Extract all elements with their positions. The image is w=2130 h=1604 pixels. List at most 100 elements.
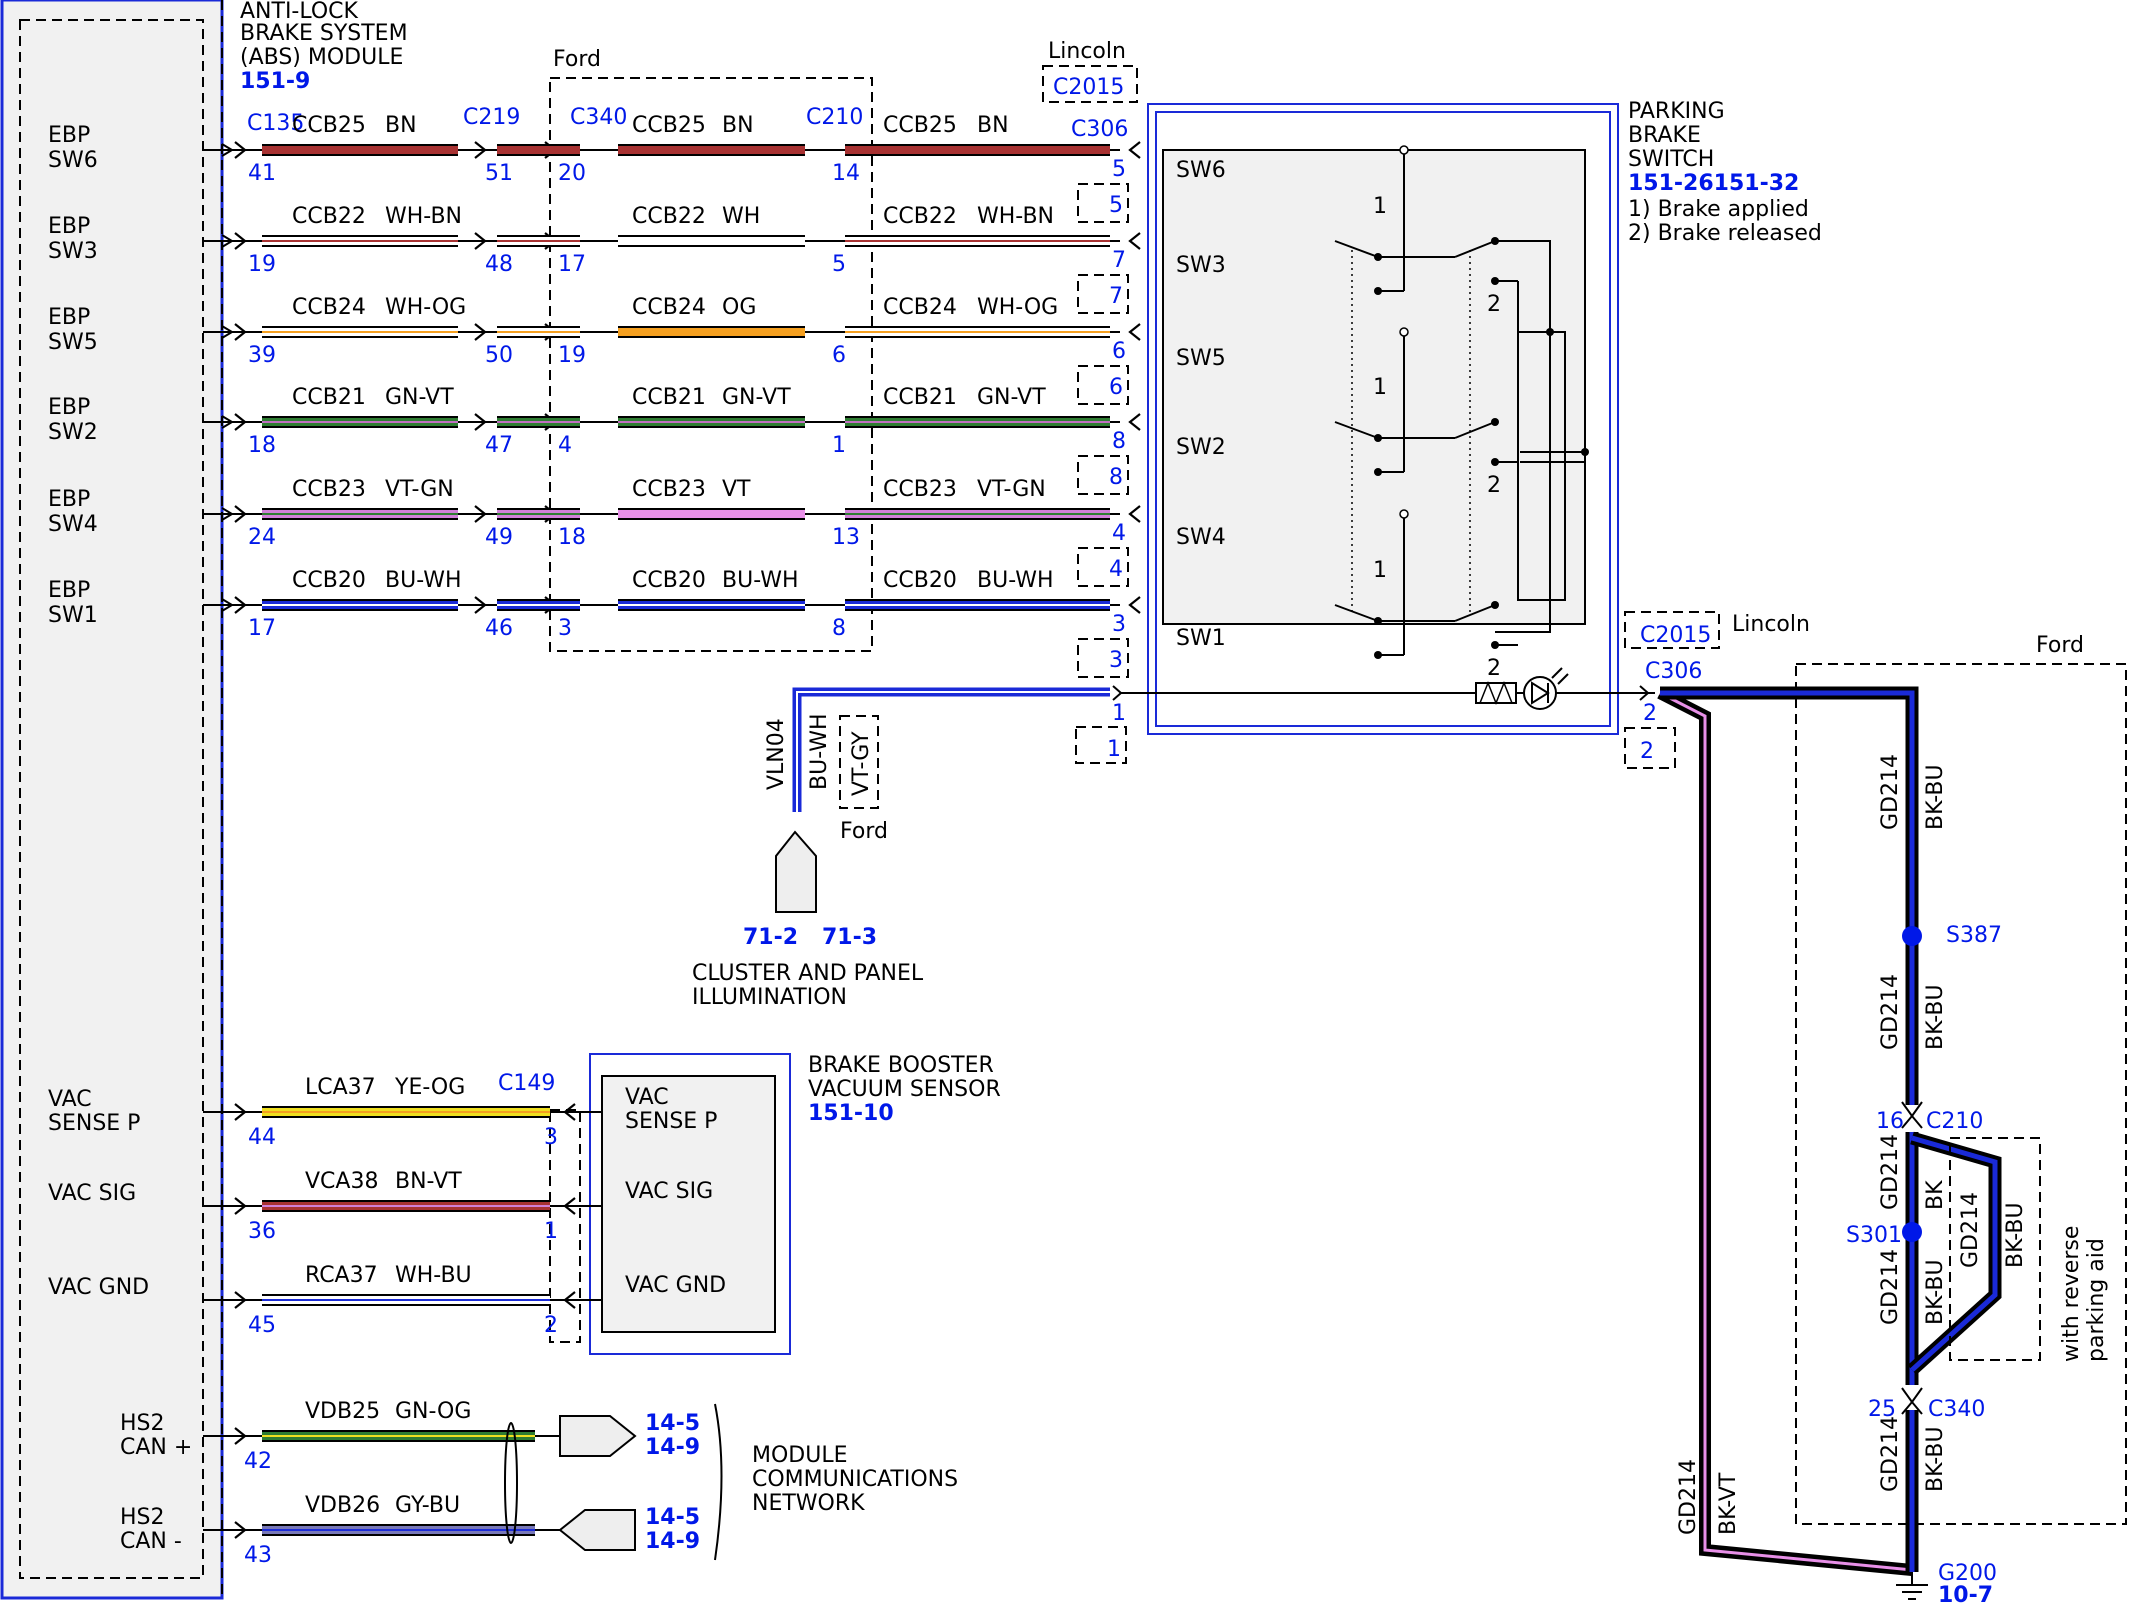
wire-color: BN	[385, 113, 417, 138]
pin-number: 39	[248, 343, 276, 368]
abs-pin-label: EBP	[48, 123, 90, 148]
svg-text:Lincoln: Lincoln	[1732, 612, 1810, 637]
svg-text:BRAKE SYSTEM: BRAKE SYSTEM	[240, 21, 408, 46]
abs-pin-label: EBP	[48, 487, 90, 512]
connector-arrow-icon	[221, 415, 234, 429]
connector-arrow-icon	[221, 234, 234, 248]
connector-arrow-icon	[234, 1427, 247, 1445]
svg-text:C149: C149	[498, 1071, 555, 1096]
connector-arrow-icon	[1128, 323, 1141, 341]
connector-arrow-icon	[234, 141, 247, 159]
wire-segment-stripe	[618, 240, 805, 242]
c2015-pin-box	[1077, 455, 1129, 495]
wire-color: VT-GN	[977, 477, 1046, 502]
connector-arrow-icon	[234, 1521, 247, 1539]
abs-pin-label: SENSE P	[48, 1111, 140, 1136]
ford-ground-box	[1795, 663, 2127, 1525]
svg-text:VT-GY: VT-GY	[849, 731, 874, 796]
connector-icon	[558, 1509, 636, 1551]
pin-number: 51	[485, 161, 513, 186]
svg-text:151-10: 151-10	[808, 1101, 894, 1126]
pin-number: 19	[248, 252, 276, 277]
wire-color: VT-GN	[385, 477, 454, 502]
svg-text:VLN04: VLN04	[764, 718, 789, 790]
svg-text:2: 2	[1487, 292, 1501, 317]
svg-text:CLUSTER AND PANEL: CLUSTER AND PANEL	[692, 961, 924, 986]
pin-number: 8	[832, 616, 846, 641]
abs-pin-label: EBP	[48, 214, 90, 239]
connector-arrow-icon	[234, 323, 247, 341]
svg-text:BK-BU: BK-BU	[2003, 1202, 2028, 1268]
pin-number: 6	[1109, 375, 1123, 400]
svg-text:ANTI-LOCK: ANTI-LOCK	[240, 0, 359, 24]
svg-text:GD214: GD214	[1958, 1192, 1983, 1268]
connector-labels: C135 C219 C340 C210 C306	[247, 105, 1128, 142]
wire-segment-stripe	[262, 1299, 550, 1301]
circuit-id: CCB25	[292, 113, 366, 138]
c2015-pin-box	[1077, 365, 1129, 405]
wire-segment-stripe	[262, 513, 458, 515]
splice-s387-icon	[1902, 926, 1922, 946]
pin-number: 4	[558, 433, 572, 458]
page-ref: 14-5	[645, 1411, 700, 1436]
page-ref: 14-9	[645, 1529, 700, 1554]
circuit-id: CCB20	[292, 568, 366, 593]
wire-segment-stripe	[497, 421, 580, 423]
pin-number: 5	[1112, 157, 1126, 182]
connector-icon	[559, 1415, 637, 1457]
pin-number: 5	[1109, 193, 1123, 218]
wire-color: WH-BN	[385, 204, 462, 229]
connector-arrow-icon	[474, 323, 487, 341]
switch-label: SW5	[1176, 346, 1226, 371]
circuit-id: CCB24	[632, 295, 706, 320]
wire-segment-stripe	[845, 331, 1110, 333]
pin-number: 17	[558, 252, 586, 277]
svg-text:C306: C306	[1645, 659, 1702, 684]
connector-arrow-icon	[474, 596, 487, 614]
svg-text:BK-BU: BK-BU	[1923, 1259, 1948, 1325]
circuit-id: CCB21	[883, 385, 957, 410]
twisted-pair-icon	[504, 1422, 518, 1544]
pin-number: 3	[1109, 648, 1123, 673]
connector-arrow-icon	[563, 1197, 576, 1215]
circuit-id: CCB22	[292, 204, 366, 229]
svg-text:S301: S301	[1846, 1223, 1902, 1248]
connector-arrow-icon	[234, 596, 247, 614]
wire-segment-stripe	[262, 331, 458, 333]
pin-number: 8	[1112, 429, 1126, 454]
switch-label: SW2	[1176, 435, 1226, 460]
abs-pin-label: VAC	[48, 1087, 92, 1112]
pin-number: 48	[485, 252, 513, 277]
wire-color: GY-BU	[395, 1493, 460, 1518]
svg-text:C340: C340	[570, 105, 627, 130]
connector-arrow-icon	[563, 1291, 576, 1309]
circuit-id: LCA37	[305, 1075, 376, 1100]
wire-segment-stripe	[262, 240, 458, 242]
circuit-id: CCB21	[292, 385, 366, 410]
svg-text:GD214: GD214	[1878, 1416, 1903, 1492]
svg-text:COMMUNICATIONS: COMMUNICATIONS	[752, 1467, 958, 1492]
svg-text:16: 16	[1876, 1109, 1904, 1134]
connector-arrow-icon	[234, 505, 247, 523]
c2015-pin-box	[1077, 274, 1129, 314]
wire-color: BU-WH	[722, 568, 799, 593]
connector-arrow-icon	[1128, 413, 1141, 431]
wire-segment-stripe	[618, 513, 805, 515]
c2015-pin-box	[1077, 547, 1129, 587]
wire-segment-stripe	[618, 149, 805, 151]
wire-color: BN-VT	[395, 1169, 462, 1194]
pin-number: 41	[248, 161, 276, 186]
abs-module-title: ANTI-LOCK BRAKE SYSTEM (ABS) MODULE 151-…	[240, 0, 408, 94]
page-ref: 14-5	[645, 1505, 700, 1530]
svg-text:GD214: GD214	[1878, 1249, 1903, 1325]
wire-segment-stripe	[845, 421, 1110, 423]
pin-number: 17	[248, 616, 276, 641]
svg-text:VACUUM SENSOR: VACUUM SENSOR	[808, 1077, 1001, 1102]
wire-segment-stripe	[497, 513, 580, 515]
wire-segment-stripe	[262, 149, 458, 151]
